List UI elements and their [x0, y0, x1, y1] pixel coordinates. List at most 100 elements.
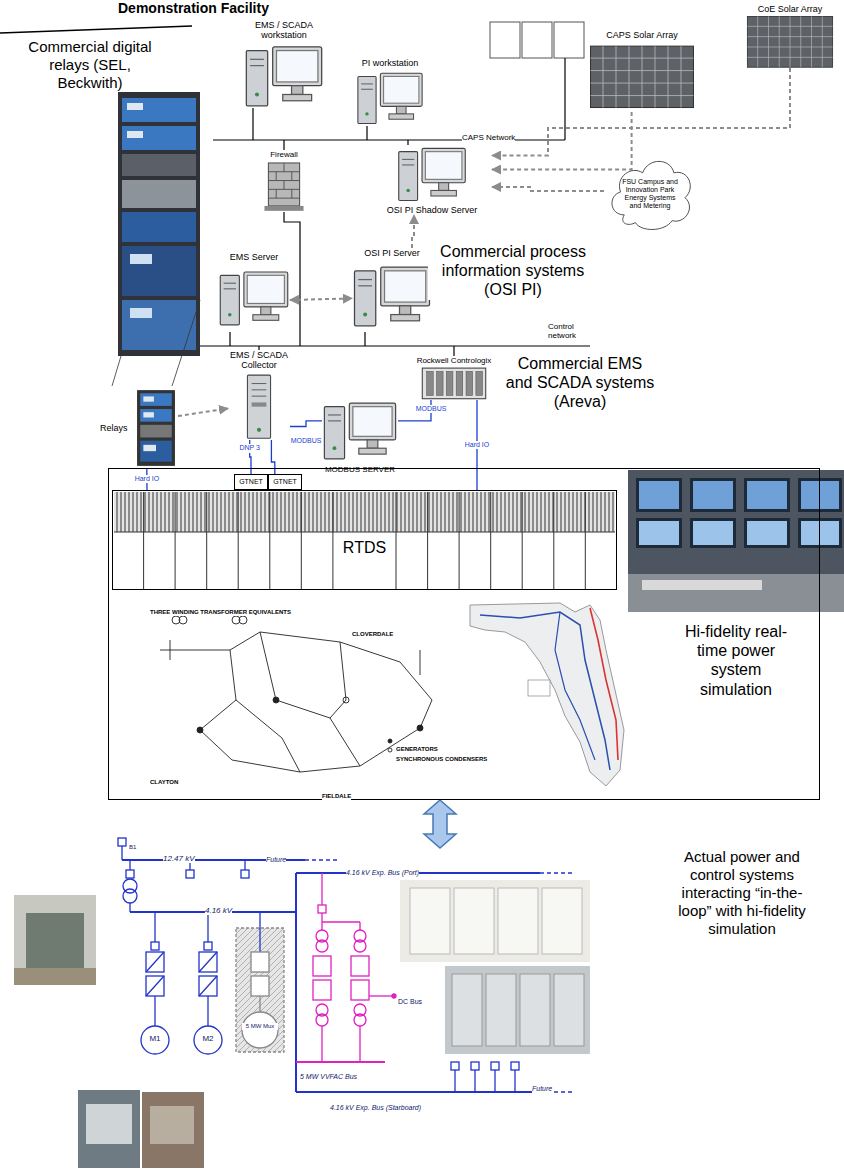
- wire: [359, 922, 360, 930]
- solar-icon-part: [800, 17, 801, 68]
- label-box: 4.16 kV Exp. Bus (Port): [346, 861, 456, 879]
- transformer: [354, 1014, 366, 1026]
- diagram-label: SYNCHRONOUS CONDENSERS: [396, 756, 487, 763]
- label-box: CLOVERDALE: [352, 622, 402, 640]
- pc-icon-part: [381, 267, 430, 306]
- breaker: [491, 1062, 499, 1070]
- pc-icon-part: [255, 92, 259, 96]
- network-line: [420, 650, 421, 675]
- wire: [244, 860, 245, 870]
- solar-icon-part: [616, 46, 617, 107]
- node-label: MODBUS SERVER: [322, 465, 398, 474]
- divider: [238, 492, 239, 590]
- monitor: [636, 478, 682, 512]
- converter: [199, 976, 217, 996]
- solar-icon-part: [655, 46, 656, 107]
- rack-icon-part: [140, 409, 172, 422]
- transformer-symbol: [239, 616, 247, 624]
- diagram-label: B1: [129, 844, 136, 851]
- server-tower-node: EMS / SCADA Collector: [228, 350, 290, 440]
- title-box: Demonstration Facility: [118, 0, 269, 16]
- divider: [143, 492, 144, 590]
- photo-ground: [78, 1090, 140, 1168]
- fw-icon-part: [284, 163, 285, 172]
- converter-mark: [146, 952, 164, 972]
- pc-icon: [322, 398, 398, 463]
- label-box: 4.16 kV: [205, 899, 245, 917]
- leader-line: [172, 300, 200, 386]
- dc-node: [392, 994, 396, 998]
- wire: [129, 903, 130, 912]
- transformer-symbol: [179, 616, 187, 624]
- generator-symbol: [417, 725, 423, 731]
- diagram-label: 12.47 kV: [163, 854, 195, 863]
- motor-photo: [78, 1090, 204, 1168]
- gtnet-box: GTNET: [268, 474, 302, 490]
- data-flow-arrow: [412, 215, 414, 248]
- fw-icon-part: [268, 198, 299, 199]
- fw-icon-part: [291, 172, 292, 181]
- solar-icon: [590, 42, 694, 112]
- desk-top: [642, 580, 762, 590]
- pc-icon-part: [396, 107, 406, 114]
- network-line: [200, 650, 432, 772]
- pc-icon-part: [406, 189, 410, 193]
- photo-ground: [14, 895, 96, 985]
- node-label: EMS Server: [218, 252, 290, 262]
- divider: [427, 492, 428, 590]
- solar-icon-part: [591, 70, 694, 71]
- diagram-label: CLOVERDALE: [352, 631, 393, 638]
- motor: [194, 1026, 222, 1054]
- transformer: [354, 940, 366, 952]
- title-rule: [0, 26, 192, 33]
- diagram-label: CAPS Network: [462, 133, 515, 142]
- breaker: [186, 870, 194, 878]
- converter-mark: [146, 976, 164, 996]
- rack-icon-part: [140, 441, 172, 462]
- solar-icon-part: [591, 95, 694, 96]
- pc-icon-part: [244, 272, 288, 307]
- wire: [514, 1070, 515, 1092]
- wire: [321, 873, 322, 905]
- pc-icon-part: [253, 315, 279, 321]
- generator-symbol: [388, 739, 392, 743]
- converter: [351, 956, 369, 976]
- plc-icon: [408, 367, 500, 400]
- bus-drop: [258, 346, 259, 350]
- hardware-region: Actual power and control systems interac…: [10, 848, 834, 1166]
- simulation-frame: Hi-fidelity real-time power system simul…: [108, 468, 820, 800]
- wire: [321, 1026, 322, 1062]
- bus-drop: [364, 332, 365, 346]
- label-box: Commercial EMS and SCADA systems (Areva): [505, 354, 655, 412]
- edge-label-box: MODBUS: [290, 437, 323, 445]
- pc-icon-part: [367, 440, 378, 448]
- plc-icon-part: [466, 372, 473, 396]
- wire: [154, 912, 155, 942]
- callout-text: Commercial digital relays (SEL, Beckwith…: [22, 38, 158, 92]
- data-flow-arrow: [290, 298, 352, 300]
- label-box: M1: [145, 1034, 165, 1043]
- starboard-bus: [296, 1091, 540, 1093]
- computer-node: MODBUS SERVER: [322, 398, 398, 474]
- label-box: Future: [266, 848, 300, 866]
- motor-body: [86, 1104, 132, 1144]
- node-label: Firewall: [262, 150, 306, 159]
- fw-icon-part: [276, 190, 277, 199]
- computer-node: PI workstation: [350, 58, 430, 126]
- pc-icon-part: [439, 183, 449, 191]
- relay-rack-photo: [118, 92, 200, 356]
- rack-icon-part: [137, 390, 175, 466]
- pc-icon-part: [292, 85, 303, 94]
- converter: [146, 976, 164, 996]
- label-box: Commercial digital relays (SEL, Beckwith…: [22, 38, 158, 92]
- solar-icon-part: [822, 17, 823, 68]
- converter: [146, 952, 164, 972]
- solar-icon: [742, 16, 838, 68]
- pc-icon-part: [361, 89, 373, 90]
- cabinet: [454, 888, 494, 954]
- computer-node: EMS Server: [218, 252, 290, 332]
- pc-icon-part: [422, 148, 465, 182]
- converter: [251, 976, 269, 996]
- computer-node: OSI PI Shadow Server: [372, 145, 492, 215]
- pc-icon-part: [333, 446, 337, 450]
